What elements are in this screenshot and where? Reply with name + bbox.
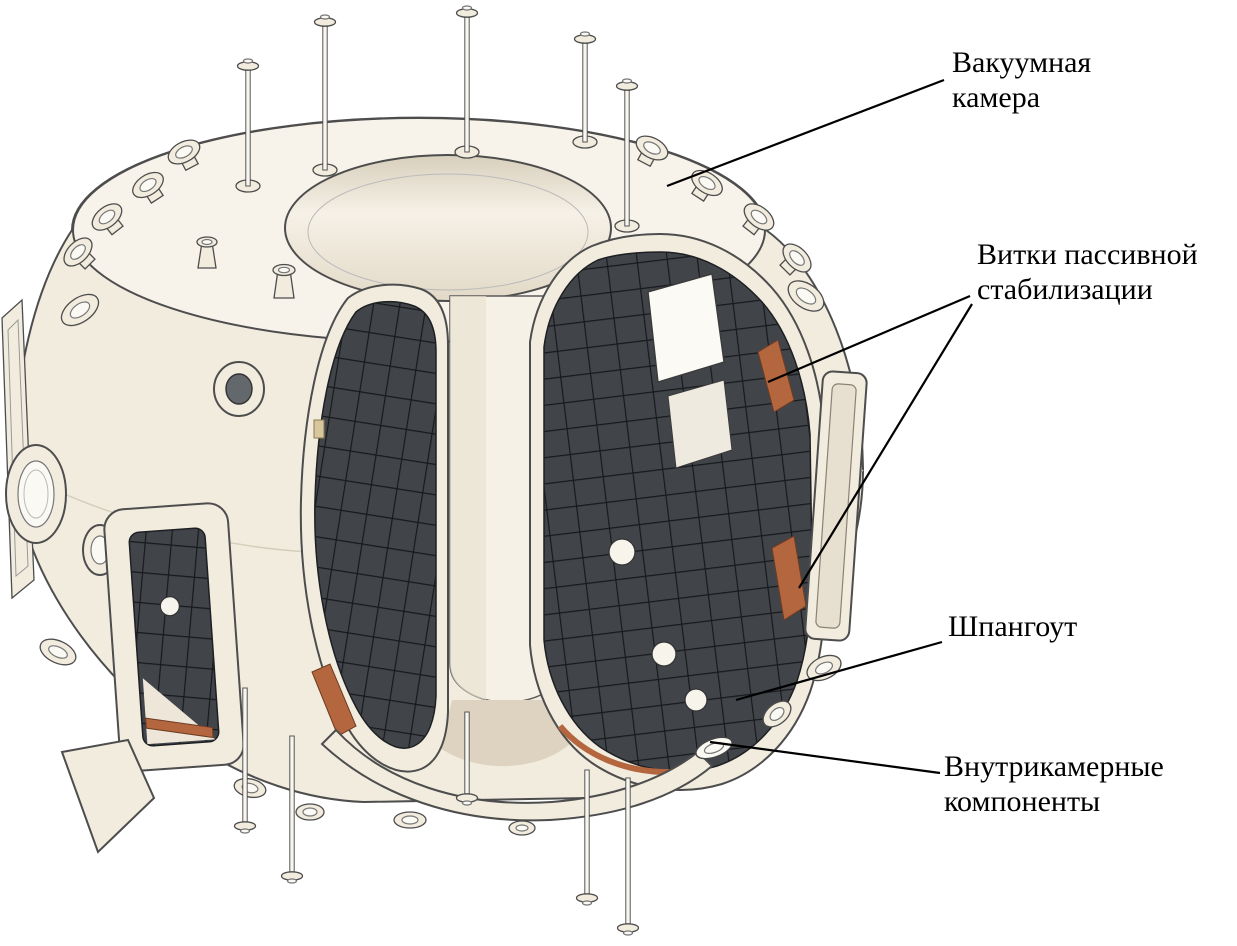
tie-rod	[312, 14, 338, 177]
right-side-equipment	[762, 280, 868, 728]
label-line: Шпангоут	[948, 610, 1078, 643]
leader-passive-coils-upper	[767, 294, 971, 384]
rim-port-flange	[132, 171, 165, 204]
bottom-left-stub	[295, 803, 325, 821]
leader-frame-rib	[735, 640, 943, 702]
leader-vacuum-chamber	[666, 78, 945, 188]
rim-port-flange	[63, 237, 96, 270]
bottom-tie-rods	[233, 687, 640, 936]
label-line: компоненты	[944, 784, 1101, 818]
label-vacuum-chamber: Вакуумная камера	[952, 46, 1091, 115]
tie-rod	[572, 31, 598, 149]
tie-rod	[455, 711, 479, 806]
column-shading	[450, 296, 486, 700]
vessel-interior-shadow	[440, 700, 572, 767]
wall-hole	[651, 641, 677, 667]
label-line: стабилизации	[977, 272, 1153, 306]
label-line: Вакуумная	[952, 46, 1092, 79]
right-port-frame	[804, 370, 868, 642]
left-dark-port	[213, 361, 265, 417]
bottom-wall-band	[320, 728, 733, 836]
left-section-tag	[313, 419, 325, 439]
top-cone-port	[272, 263, 296, 299]
right-cut-section	[529, 232, 828, 791]
leader-in-vessel-components	[709, 740, 941, 775]
tie-rod	[233, 687, 257, 834]
left-port-frame	[103, 502, 245, 772]
central-bore-hole	[284, 154, 612, 302]
bottom-flange	[393, 811, 427, 829]
wall-port-opening-upper	[647, 273, 725, 383]
right-first-wall-grid	[543, 251, 813, 773]
rim-port-flange	[91, 203, 124, 236]
rim-port-flange	[742, 203, 775, 236]
leader-passive-coils-lower	[798, 303, 973, 589]
callout-leader-lines	[666, 78, 973, 775]
wall-hole	[608, 538, 636, 566]
frame-hole	[159, 596, 180, 617]
top-rim-ports	[63, 135, 812, 299]
left-cut-section	[299, 283, 449, 773]
rim-port-flange	[635, 135, 669, 168]
rim-port-flange	[167, 139, 201, 172]
left-side-equipment	[1, 293, 325, 854]
label-line: Внутрикамерные	[944, 750, 1164, 783]
tie-rod	[280, 735, 304, 884]
left-first-wall-grid	[314, 300, 437, 749]
bottom-left-foot	[60, 738, 156, 854]
frame-coil-strip	[145, 717, 214, 739]
tie-rod	[614, 78, 640, 233]
bottom-flange	[508, 820, 536, 836]
rim-port-flange	[690, 169, 723, 202]
right-lower-stub	[806, 654, 842, 682]
rim-port-flange	[779, 243, 812, 276]
passive-coil-bottom-arc	[557, 724, 677, 776]
label-line: Витки пассивной	[977, 238, 1198, 271]
tie-rod	[454, 5, 480, 159]
right-bottom-stub	[762, 700, 792, 728]
right-upper-stub	[787, 280, 825, 312]
label-passive-stabilization-coils: Витки пассивной стабилизации	[977, 238, 1198, 307]
tie-rod	[235, 58, 261, 193]
left-passive-coil-strip	[311, 663, 357, 737]
left-large-port	[5, 444, 67, 544]
label-line: камера	[952, 80, 1041, 114]
passive-coil-upper	[757, 339, 795, 413]
tie-rod	[616, 777, 640, 936]
wall-hole	[684, 688, 708, 712]
label-in-vessel-components: Внутрикамерные компоненты	[944, 750, 1164, 819]
top-tie-rods	[235, 5, 640, 233]
label-frame-rib: Шпангоут	[948, 610, 1077, 645]
wall-port-opening-lower	[667, 379, 733, 469]
bore-inner-ring	[307, 173, 589, 291]
top-cone-port	[196, 236, 218, 269]
left-lower-stub	[39, 638, 77, 666]
left-angled-stub	[60, 293, 100, 327]
tie-rod	[575, 769, 599, 906]
